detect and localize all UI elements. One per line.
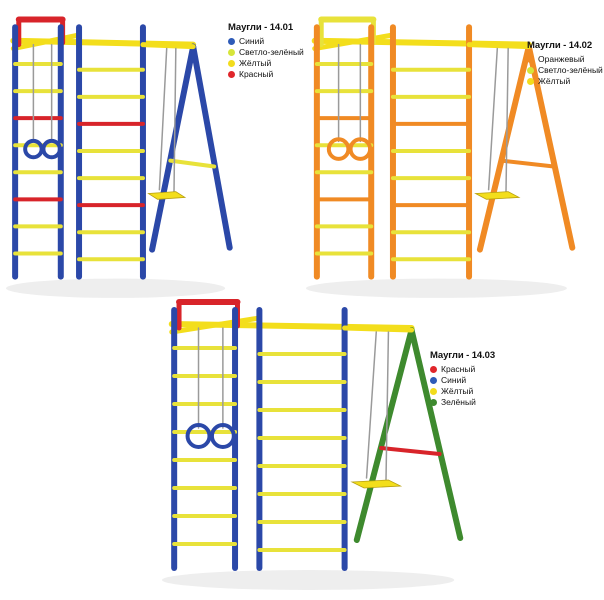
playground-set bbox=[162, 299, 464, 590]
legend-title: Маугли - 14.03 bbox=[430, 350, 496, 361]
color-swatch bbox=[228, 71, 235, 78]
legend-title: Маугли - 14.01 bbox=[228, 22, 294, 33]
gym-ring bbox=[185, 423, 212, 449]
legend-item: Оранжевый bbox=[527, 54, 603, 65]
swing-rope bbox=[385, 331, 390, 481]
gym-ring bbox=[326, 137, 351, 161]
playground-set bbox=[6, 16, 233, 298]
swing-leg bbox=[353, 327, 415, 543]
swing-top-bar bbox=[140, 42, 196, 50]
legend-label: Зелёный bbox=[441, 397, 476, 407]
playground-set bbox=[306, 16, 576, 298]
legend-label: Светло-зелёный bbox=[239, 47, 304, 57]
color-swatch bbox=[228, 49, 235, 56]
top-frame-bar bbox=[312, 32, 396, 52]
swing-leg bbox=[525, 43, 576, 251]
legend-14-03: Маугли - 14.03 Красный Синий Жёлтый Зелё… bbox=[430, 350, 495, 408]
legend-item: Зелёный bbox=[430, 397, 495, 408]
legend-item: Жёлтый bbox=[527, 76, 603, 87]
color-swatch bbox=[430, 399, 437, 406]
swing-leg bbox=[408, 327, 464, 541]
top-frame-bar bbox=[10, 32, 82, 52]
legend-item: Красный bbox=[228, 69, 304, 80]
legend-label: Жёлтый bbox=[239, 58, 272, 68]
swing-leg bbox=[476, 43, 532, 253]
swing-rope bbox=[365, 331, 378, 479]
color-swatch bbox=[430, 388, 437, 395]
swing-seat bbox=[350, 479, 403, 489]
legend-item: Жёлтый bbox=[228, 58, 304, 69]
gym-ring bbox=[209, 423, 236, 449]
swing-top-bar bbox=[466, 42, 532, 50]
legend-item: Светло-зелёный bbox=[527, 65, 603, 76]
swing-rope bbox=[487, 47, 499, 191]
legend-label: Синий bbox=[441, 375, 467, 385]
swing-rope bbox=[505, 47, 509, 193]
swing-top-bar bbox=[342, 325, 415, 333]
swing-seat bbox=[147, 191, 187, 200]
color-swatch bbox=[527, 56, 534, 63]
swing-brace bbox=[379, 446, 442, 456]
legend-14-01: Маугли - 14.01 Синий Светло-зелёный Жёлт… bbox=[228, 22, 304, 80]
legend-label: Оранжевый bbox=[538, 54, 585, 64]
top-frame-bar bbox=[169, 315, 262, 335]
legend-item: Синий bbox=[228, 36, 304, 47]
legend-label: Светло-зелёный bbox=[538, 65, 603, 75]
swing-seat bbox=[474, 191, 521, 200]
swing-leg bbox=[149, 43, 197, 253]
color-swatch bbox=[430, 366, 437, 373]
legend-label: Красный bbox=[239, 69, 274, 79]
legend-title: Маугли - 14.02 bbox=[527, 40, 593, 51]
swing-brace bbox=[499, 158, 556, 169]
gym-ring bbox=[348, 137, 373, 161]
color-swatch bbox=[527, 78, 534, 85]
legend-item: Красный bbox=[430, 364, 495, 375]
legend-label: Синий bbox=[239, 36, 265, 46]
legend-item: Синий bbox=[430, 375, 495, 386]
swing-leg bbox=[190, 43, 233, 251]
swing-rope bbox=[173, 47, 177, 193]
ground-shadow bbox=[162, 570, 455, 590]
color-swatch bbox=[228, 38, 235, 45]
legend-label: Жёлтый bbox=[538, 76, 571, 86]
legend-item: Жёлтый bbox=[430, 386, 495, 397]
color-swatch bbox=[527, 67, 534, 74]
swing-brace bbox=[168, 158, 217, 169]
ground-shadow bbox=[6, 278, 226, 298]
color-swatch bbox=[228, 60, 235, 67]
swing-rope bbox=[158, 47, 168, 191]
legend-item: Светло-зелёный bbox=[228, 47, 304, 58]
legend-14-02: Маугли - 14.02 Оранжевый Светло-зелёный … bbox=[527, 40, 603, 87]
color-swatch bbox=[430, 377, 437, 384]
ground-shadow bbox=[306, 278, 567, 298]
gym-ring bbox=[41, 138, 62, 160]
legend-label: Красный bbox=[441, 364, 476, 374]
legend-label: Жёлтый bbox=[441, 386, 474, 396]
